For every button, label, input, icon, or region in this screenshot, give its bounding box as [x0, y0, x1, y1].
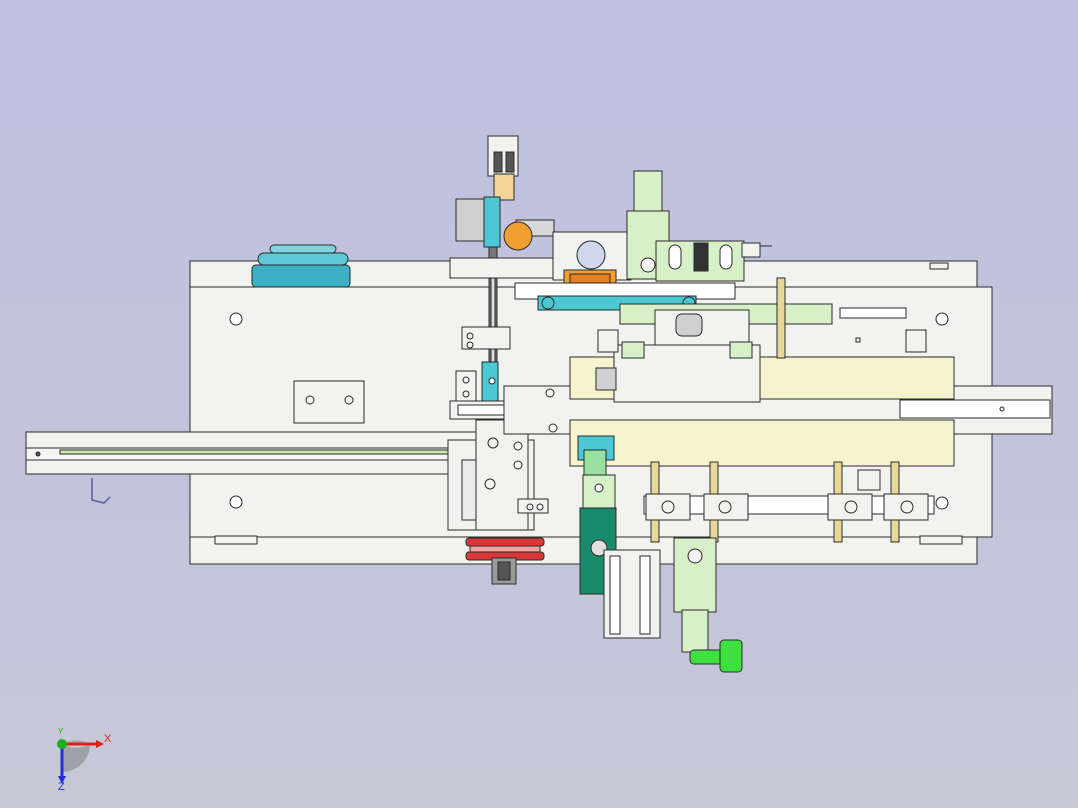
triad-x-label: X — [104, 733, 112, 745]
triad-z-label: Z — [58, 781, 65, 793]
red-wheel — [465, 537, 545, 585]
clamp-blocks — [643, 469, 935, 521]
cylinder-cap — [251, 244, 351, 288]
lower-cylinder — [603, 537, 743, 673]
upper-plate — [569, 329, 955, 403]
left-bracket — [293, 380, 365, 424]
vertical-slider — [449, 135, 559, 406]
y-axis-dot — [57, 739, 67, 749]
triad-y-label: Y — [58, 727, 64, 736]
left-rail — [25, 431, 479, 504]
frame-holes — [229, 312, 949, 510]
coordinate-triad — [57, 739, 104, 784]
lower-plate — [569, 419, 955, 467]
right-pin — [760, 245, 861, 343]
